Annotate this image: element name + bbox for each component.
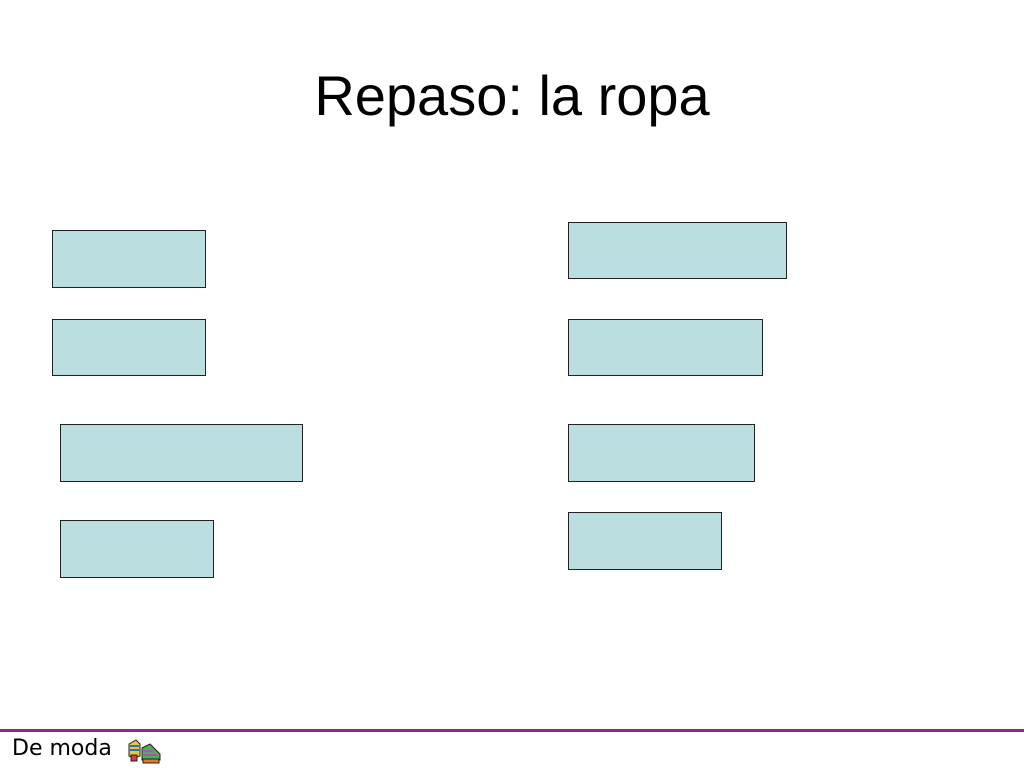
answer-box-3[interactable] (60, 424, 303, 482)
answer-box-5[interactable] (568, 222, 787, 279)
answer-box-8[interactable] (568, 512, 722, 570)
answer-box-4[interactable] (60, 520, 214, 578)
answer-box-7[interactable] (568, 424, 755, 482)
footer-label: De moda (12, 736, 112, 761)
answer-box-1[interactable] (52, 230, 206, 288)
answer-box-2[interactable] (52, 319, 206, 376)
slide-title: Repaso: la ropa (314, 64, 710, 127)
shoes-icon (128, 739, 161, 764)
answer-box-6[interactable] (568, 319, 763, 376)
footer-divider (0, 729, 1024, 732)
